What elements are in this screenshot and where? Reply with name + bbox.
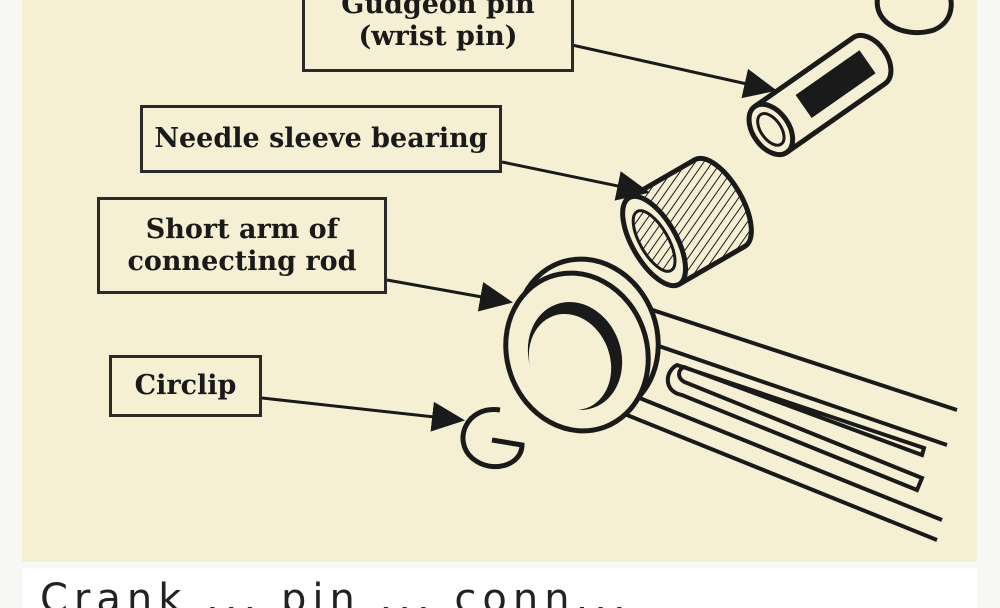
gudgeon-pin-shape [746,32,894,158]
caption-text: Crank ... pin ... conn... [40,576,632,608]
short-arm-arrow [386,278,513,312]
short-arm-label: Short arm of connecting rod [97,197,387,294]
needle-bearing-arrow [501,160,650,201]
needle-bearing-shape [620,155,754,289]
circlip-shape [460,407,525,470]
gudgeon-pin-arrow [571,43,777,99]
figure-caption: Crank ... pin ... conn... [22,568,977,608]
short-arm-label-line1: Short arm of [145,213,339,245]
gudgeon-pin-label: Gudgeon pin (wrist pin) [302,0,574,72]
connecting-rod-shape [503,256,958,542]
gudgeon-pin-label-line2: (wrist pin) [358,21,518,52]
gudgeon-pin-label-line1: Gudgeon pin [341,0,535,20]
leader-arrows [261,43,777,432]
circlip-label: Circlip [109,355,262,417]
top-circlip-shape [874,0,954,36]
diagram-figure: Gudgeon pin (wrist pin) Needle sleeve be… [22,0,977,562]
diagram-drawing [261,0,958,542]
circlip-arrow [261,396,465,432]
short-arm-label-line2: connecting rod [127,245,357,277]
needle-bearing-label: Needle sleeve bearing [140,105,502,173]
